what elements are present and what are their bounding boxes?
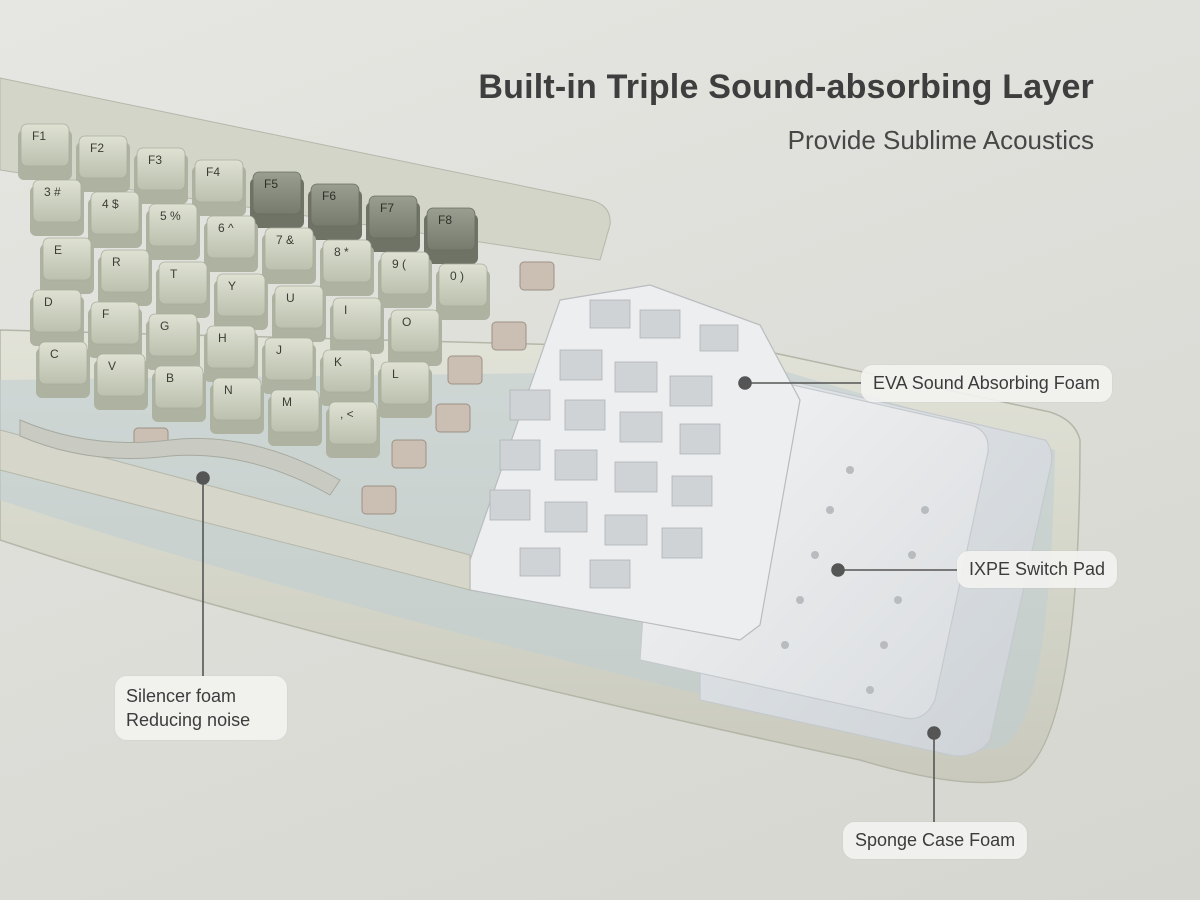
keycap-legend: 8 * <box>334 245 349 259</box>
keycap-legend: I <box>344 303 347 317</box>
keycap: F5 <box>250 171 304 228</box>
keycap-legend: V <box>108 359 116 373</box>
keycap: V <box>94 353 148 410</box>
keycap-legend: F3 <box>148 153 162 167</box>
keycap: L <box>378 361 432 418</box>
callout-silencer-foam: Silencer foam Reducing noise <box>115 676 287 740</box>
keycap-legend: R <box>112 255 121 269</box>
keycap: F4 <box>192 159 246 216</box>
page-title: Built-in Triple Sound-absorbing Layer <box>478 68 1094 106</box>
keycap-legend: 7 & <box>276 233 294 247</box>
eva-foam-plate <box>469 284 801 641</box>
keycap-legend: F8 <box>438 213 452 227</box>
keycap-legend: J <box>276 343 282 357</box>
keycap: D <box>30 289 84 346</box>
keycap: 5 % <box>146 203 200 260</box>
keycap-legend: 0 ) <box>450 269 464 283</box>
keycap-legend: B <box>166 371 174 385</box>
keycap: I <box>330 297 384 354</box>
keycap-legend: 9 ( <box>392 257 406 271</box>
keycap-legend: 6 ^ <box>218 221 234 235</box>
keycap: F8 <box>424 207 478 264</box>
keycap: 0 ) <box>436 263 490 320</box>
keycap: G <box>146 313 200 370</box>
keycap: , < <box>326 401 380 458</box>
keycap-legend: H <box>218 331 227 345</box>
keycap-legend: F5 <box>264 177 278 191</box>
headline: Built-in Triple Sound-absorbing Layer Pr… <box>478 68 1094 156</box>
keycap-legend: 3 # <box>44 185 61 199</box>
keycap: F2 <box>76 135 130 192</box>
keycap-legend: O <box>402 315 411 329</box>
callout-silencer-line1: Silencer foam <box>126 686 237 706</box>
keycap-legend: 4 $ <box>102 197 119 211</box>
keycap: O <box>388 309 442 366</box>
keycap-legend: C <box>50 347 59 361</box>
keycap: F6 <box>308 183 362 240</box>
keycap: 9 ( <box>378 251 432 308</box>
keycap-legend: F6 <box>322 189 336 203</box>
keycap-legend: F4 <box>206 165 220 179</box>
keycap-legend: E <box>54 243 62 257</box>
keycap: J <box>262 337 316 394</box>
keycap: 8 * <box>320 239 374 296</box>
keycap: F <box>88 301 142 358</box>
keycap: K <box>320 349 374 406</box>
keycap: B <box>152 365 206 422</box>
keycap-legend: 5 % <box>160 209 181 223</box>
keycap-legend: N <box>224 383 233 397</box>
callout-silencer-line2: Reducing noise <box>126 710 251 730</box>
keycap-legend: U <box>286 291 295 305</box>
keycap-legend: L <box>392 367 399 381</box>
leader-lines <box>196 376 957 822</box>
keycap-legend: Y <box>228 279 236 293</box>
keycap: F7 <box>366 195 420 252</box>
callout-eva-foam: EVA Sound Absorbing Foam <box>861 365 1112 402</box>
keycap-legend: F2 <box>90 141 104 155</box>
keycap-legend: F1 <box>32 129 46 143</box>
keycap: F3 <box>134 147 188 204</box>
keycap: 4 $ <box>88 191 142 248</box>
keycap-legend: T <box>170 267 178 281</box>
callout-sponge-foam: Sponge Case Foam <box>843 822 1028 859</box>
keycap: Y <box>214 273 268 330</box>
keycap-legend: , < <box>340 407 354 421</box>
keycap: 3 # <box>30 179 84 236</box>
keycap: M <box>268 389 322 446</box>
keycap: U <box>272 285 326 342</box>
exposed-switches <box>133 261 555 515</box>
keycap: R <box>98 249 152 306</box>
keycap: T <box>156 261 210 318</box>
keycap: 7 & <box>262 227 316 284</box>
keycap-legend: D <box>44 295 53 309</box>
keycap-legend: G <box>160 319 169 333</box>
keycap: N <box>210 377 264 434</box>
silencer-foam-strip <box>19 419 341 496</box>
keycap-legend: M <box>282 395 292 409</box>
keycap: H <box>204 325 258 382</box>
keycap: 6 ^ <box>204 215 258 272</box>
keycap: C <box>36 341 90 398</box>
page-subtitle: Provide Sublime Acoustics <box>787 125 1094 155</box>
keycap-legend: F <box>102 307 109 321</box>
keycap: F1 <box>18 123 72 180</box>
keycap-legend: K <box>334 355 342 369</box>
callout-ixpe-pad: IXPE Switch Pad <box>957 551 1118 588</box>
keycap: E <box>40 237 94 294</box>
keycap-legend: F7 <box>380 201 394 215</box>
